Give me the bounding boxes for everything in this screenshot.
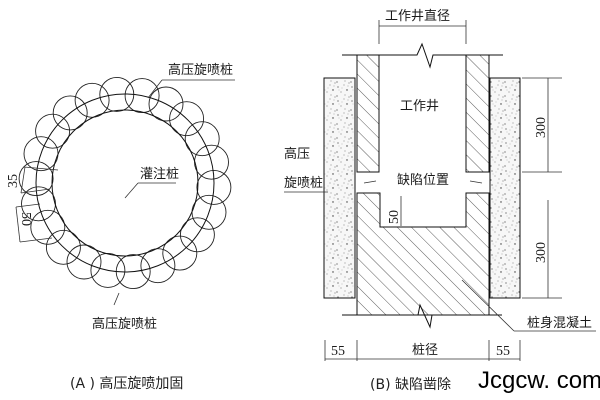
dimension-well-diameter: 工作井直径 (378, 9, 467, 44)
dimension-notch-50: 50 (387, 196, 402, 226)
label-cast-pile: 灌注桩 (140, 167, 179, 182)
leader-line-jet-pile-bottom (113, 292, 120, 306)
jet-pile-ring (18, 76, 232, 290)
dim-text-diameter: 50 (18, 212, 33, 226)
caption-b: (B) 缺陷凿除 (370, 377, 451, 393)
leader-line-pile-concrete (461, 279, 515, 332)
label-well-diameter: 工作井直径 (385, 9, 450, 24)
jet-pile-circle (52, 95, 88, 131)
label-pile-diameter: 桩径 (412, 343, 438, 358)
jet-pile-circle (21, 186, 56, 222)
label-work-well: 工作井 (400, 99, 439, 114)
label-jet-pile-line1: 高压 (284, 146, 310, 162)
dimension-35: 35 (6, 166, 59, 194)
jet-pile-circle (45, 229, 81, 265)
jet-pile-circle (162, 235, 198, 271)
top-break-line (342, 42, 503, 69)
jet-pile-left (323, 77, 356, 299)
jet-pile-circle (30, 209, 66, 245)
leader-line-cast-pile (124, 182, 139, 199)
jet-pile-circle (35, 113, 71, 149)
jet-pile-circle (148, 86, 184, 122)
label-defect-position: 缺陷位置 (397, 173, 449, 188)
jet-pile-right (489, 77, 521, 299)
jet-pile-circle (179, 217, 215, 253)
pile-centerline-circle (35, 93, 215, 273)
jet-pile-circle (90, 252, 126, 288)
jet-pile-circle (124, 78, 160, 114)
watermark: Jcgcw. com (478, 367, 600, 394)
dim-text-lower: 300 (534, 242, 549, 263)
dim-text-right: 55 (496, 344, 510, 359)
label-pile-concrete: 桩身混凝土 (527, 315, 592, 331)
caption-a: (A ) 高压旋喷加固 (70, 375, 183, 392)
jet-pile-circle (18, 161, 54, 197)
dimension-50: 50 (15, 203, 53, 243)
pile-body-concrete (356, 192, 490, 316)
jet-pile-circle (184, 121, 220, 157)
label-jet-pile-line2: 旋喷桩 (284, 176, 323, 191)
dim-text-upper: 300 (534, 117, 549, 138)
well-wall-left-upper (356, 54, 380, 173)
dim-text-left: 55 (331, 344, 345, 359)
leader-line-jet-pile-top (147, 79, 163, 99)
dimension-upper-300: 300 (522, 77, 562, 173)
cast-in-place-pile-outline (51, 109, 199, 257)
defect-mark-left-1 (363, 180, 377, 184)
jet-pile-circle (196, 169, 232, 205)
bottom-break-line (342, 303, 502, 329)
jet-pile-circle (194, 144, 229, 180)
jet-pile-circle (66, 244, 102, 280)
well-wall-right-upper (465, 54, 490, 173)
dim-text-notch: 50 (387, 210, 402, 224)
defect-mark-right (469, 180, 483, 184)
dim-text-spacing: 35 (6, 174, 21, 188)
jet-pile-circle (169, 101, 205, 137)
diagram-b-defect-removal: 工作井直径 工作井 缺陷位置 50 高压 旋喷桩 300 (284, 9, 596, 393)
label-jet-pile-bottom: 高压旋喷桩 (92, 316, 157, 332)
label-jet-pile-top: 高压旋喷桩 (168, 62, 233, 78)
dimension-bottom-row: 55 桩径 55 (324, 340, 521, 361)
dimension-lower-300: 300 (522, 200, 562, 299)
diagram-a-ring-reinforcement: 高压旋喷桩 灌注桩 高压旋喷桩 35 50 (A ) 高压旋喷加固 (6, 62, 235, 392)
